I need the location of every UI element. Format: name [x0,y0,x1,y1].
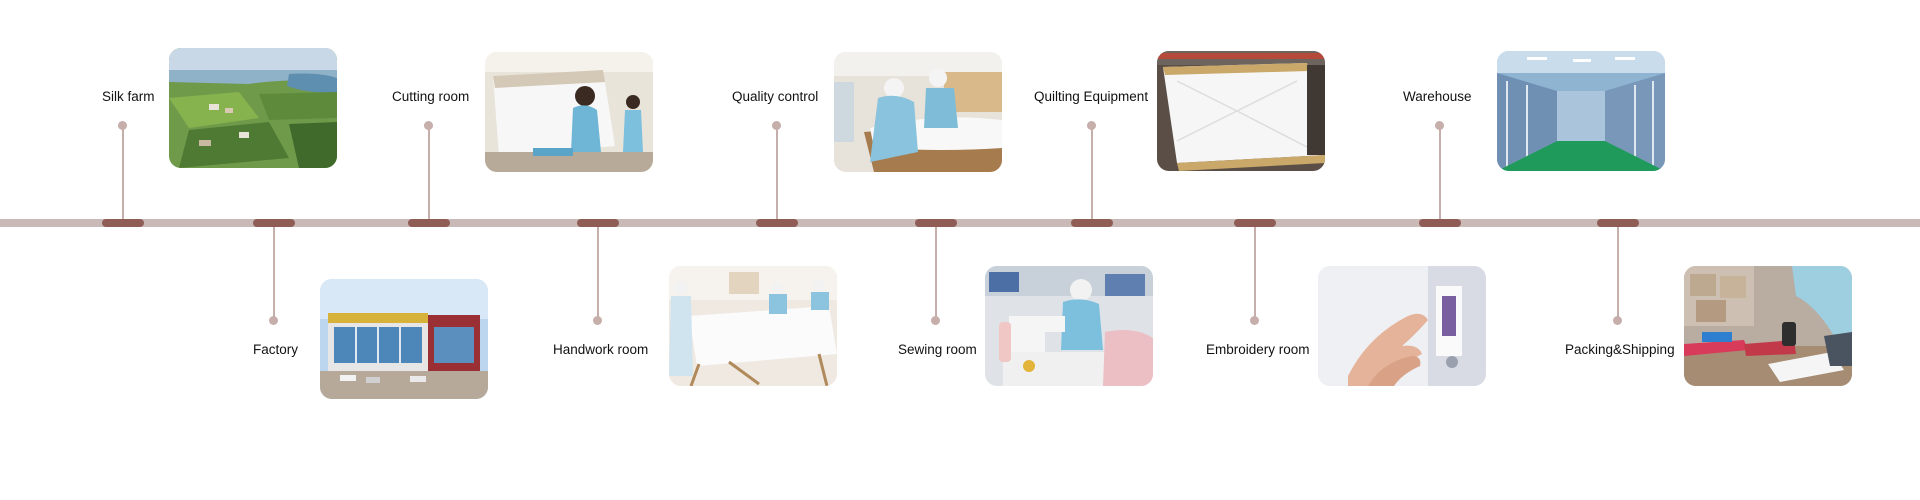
connector-dot [269,316,278,325]
connector-line [1254,227,1256,320]
timeline-marker [1419,219,1461,227]
connector-dot [1087,121,1096,130]
connector-line [428,126,430,219]
connector-line [122,126,124,219]
stage-label-sewing-room: Sewing room [898,342,977,357]
connector-dot [118,121,127,130]
stage-label-packing-shipping: Packing&Shipping [1565,342,1675,357]
quality-control-photo [834,52,1002,172]
connector-line [1617,227,1619,320]
cutting-room-photo [485,52,653,172]
stage-label-warehouse: Warehouse [1403,89,1472,104]
stage-label-quality-control: Quality control [732,89,819,104]
factory-building-photo [320,279,488,399]
timeline-line [0,219,1920,227]
connector-line [273,227,275,320]
connector-line [776,126,778,219]
quilting-machine-photo [1157,51,1325,171]
timeline-marker [1071,219,1113,227]
timeline-marker [577,219,619,227]
connector-dot [1613,316,1622,325]
stage-label-factory: Factory [253,342,299,357]
stage-label-quilting-equipment: Quilting Equipment [1034,89,1149,104]
handwork-room-photo [669,266,837,386]
stage-label-embroidery-room: Embroidery room [1206,342,1310,357]
connector-line [1439,126,1441,219]
connector-dot [1250,316,1259,325]
connector-dot [772,121,781,130]
connector-line [935,227,937,320]
timeline-marker [1234,219,1276,227]
timeline-marker [408,219,450,227]
timeline-marker [756,219,798,227]
timeline-marker [915,219,957,227]
connector-line [597,227,599,320]
aerial-farmland-photo [169,48,337,168]
timeline-marker [253,219,295,227]
stage-label-handwork-room: Handwork room [553,342,649,357]
stage-label-silk-farm: Silk farm [102,89,155,104]
embroidery-photo [1318,266,1486,386]
timeline-marker [102,219,144,227]
connector-dot [424,121,433,130]
packing-shipping-photo [1684,266,1852,386]
sewing-room-photo [985,266,1153,386]
connector-dot [931,316,940,325]
warehouse-photo [1497,51,1665,171]
connector-dot [593,316,602,325]
connector-line [1091,126,1093,219]
stage-label-cutting-room: Cutting room [392,89,470,104]
connector-dot [1435,121,1444,130]
timeline-marker [1597,219,1639,227]
